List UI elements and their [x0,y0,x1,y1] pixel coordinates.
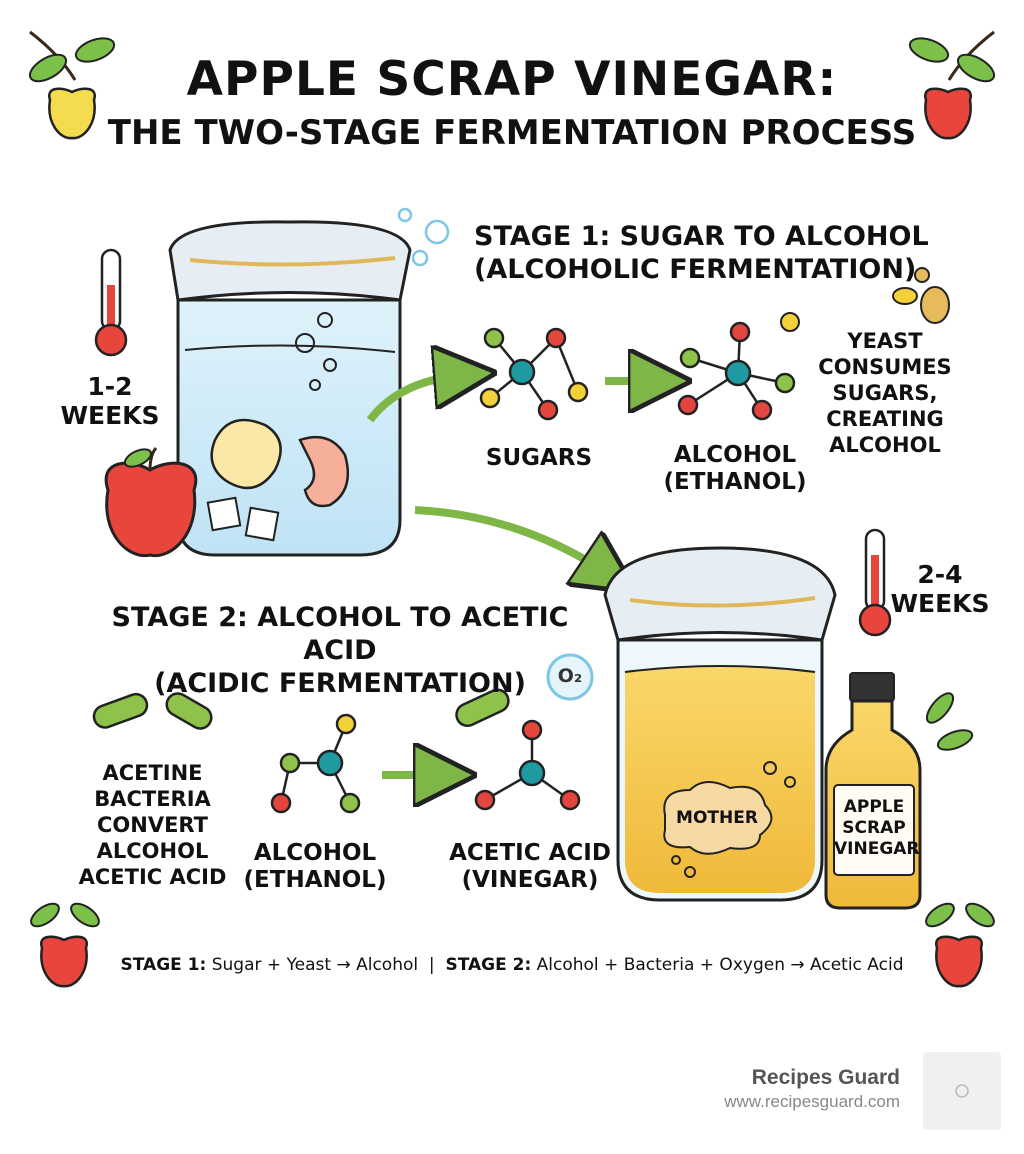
bubble-icon [397,207,413,223]
yeast-note-line: YEAST [847,329,923,353]
stage2-flow-arrow [414,506,610,575]
bacteria-note-line: CONVERT [97,813,208,837]
stage1-duration-unit: WEEKS [60,401,160,430]
stage1-heading-line2: (ALCOHOLIC FERMENTATION) [474,254,917,285]
stage1-flow-arrow [366,375,465,423]
oxygen-label: O₂ [557,665,583,687]
stage1-ethanol-line1: ALCOHOL [673,442,797,468]
yeast-note-line: CONSUMES [818,355,952,379]
stage2-heading-line2: (ACIDIC FERMENTATION) [154,668,526,699]
stage1-ethanol-line2: (ETHANOL) [663,469,807,495]
summary-stage1-text: Sugar + Yeast → Alcohol | [206,955,446,975]
stage2-duration-unit: WEEKS [890,589,990,618]
jar-icon [603,546,837,902]
acetic-acid-line1: ACETIC ACID [449,840,611,866]
bacteria-icon [92,688,510,730]
bottle-label-line: VINEGAR [834,839,920,859]
brand-url[interactable]: www.recipesguard.com [724,1092,900,1111]
stage2-ethanol-label: ALCOHOL (ETHANOL) [240,840,390,894]
summary-stage2-text: Alcohol + Bacteria + Oxygen → Acetic Aci… [531,955,904,975]
bottle-label: APPLE SCRAP VINEGAR [834,797,920,860]
bacteria-note: ACETINE BACTERIA CONVERT ALCOHOL ACETIC … [65,760,240,890]
acetic-acid-label: ACETIC ACID (VINEGAR) [440,840,620,894]
page-subtitle: THE TWO-STAGE FERMENTATION PROCESS [107,113,917,153]
apple-branch-icon-bottom-left [30,902,100,988]
bubble-icon [411,249,429,267]
bubble-icon [424,219,450,245]
thermometer-icon [858,528,892,637]
jar-icon [168,220,412,557]
stage1-duration: 1-2 WEEKS [50,372,170,430]
summary-stage2-prefix: STAGE 2: [445,955,532,975]
stage2-ethanol-line1: ALCOHOL [253,840,377,866]
apple-branch-icon-top-right [908,30,996,140]
bottle-label-line: APPLE [843,797,905,817]
stage2-ethanol-line2: (ETHANOL) [243,867,387,893]
bottle-label-line: SCRAP [842,818,906,838]
molecule-icon-ethanol [677,321,796,421]
page-title: APPLE SCRAP VINEGAR: [186,52,838,107]
brand-logo [923,1052,1001,1130]
stage2-heading: STAGE 2: ALCOHOL TO ACETIC ACID (ACIDIC … [85,601,595,700]
brand-name: Recipes Guard [751,1066,900,1089]
bottle-icon [824,672,922,910]
sugars-label: SUGARS [485,445,593,471]
bacteria-note-line: ACETIC ACID [78,865,227,889]
molecule-icon-ethanol-stage2 [270,713,361,814]
molecule-icon-sugars [479,327,589,421]
oxygen-icon [546,653,594,701]
apple-icon [104,447,198,558]
thermometer-icon [94,248,128,357]
mother-label: MOTHER [676,808,758,828]
yeast-note-line: ALCOHOL [829,433,941,457]
acetic-acid-line2: (VINEGAR) [461,867,599,893]
process-summary: STAGE 1: Sugar + Yeast → Alcohol | STAGE… [0,955,1024,975]
bacteria-note-line: ACETINE [102,761,203,785]
leaf-icon [925,692,974,751]
apple-branch-icon-bottom-right [925,902,995,988]
stage1-ethanol-label: ALCOHOL (ETHANOL) [655,442,815,496]
yeast-note-line: SUGARS, [832,381,938,405]
molecule-icon-acetic-acid [474,719,581,811]
stage2-duration: 2-4 WEEKS [890,560,990,618]
yeast-note: YEAST CONSUMES SUGARS, CREATING ALCOHOL [815,328,955,458]
yeast-note-line: CREATING [826,407,944,431]
stage2-heading-line1: STAGE 2: ALCOHOL TO ACETIC ACID [111,602,569,666]
summary-stage1-prefix: STAGE 1: [120,955,207,975]
stage1-heading: STAGE 1: SUGAR TO ALCOHOL (ALCOHOLIC FER… [474,220,929,286]
stage1-duration-value: 1-2 [87,372,133,401]
stage2-duration-value: 2-4 [917,560,963,589]
stage1-heading-line1: STAGE 1: SUGAR TO ALCOHOL [474,221,929,252]
bacteria-note-line: ALCOHOL [96,839,209,863]
yeast-icon [780,267,950,332]
apple-branch-icon-top-left [28,30,116,140]
bacteria-note-line: BACTERIA [94,787,211,811]
